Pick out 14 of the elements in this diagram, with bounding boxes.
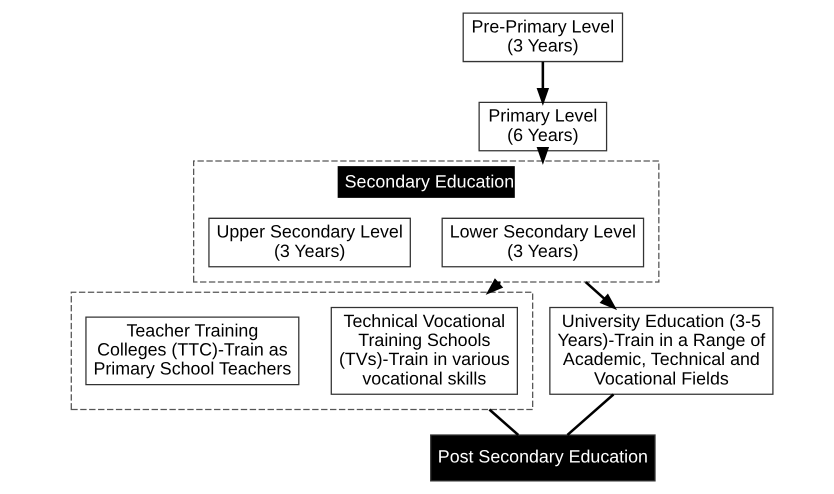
- node-box: Technical Vocational Training Schools (TVs)-Train in various vocational skills: [330, 306, 518, 395]
- arrow: [536, 146, 550, 165]
- connector: [488, 408, 520, 436]
- node-box: Pre-Primary Level (3 Years): [462, 12, 624, 62]
- cluster: [70, 292, 534, 410]
- arrow: [486, 278, 504, 295]
- arrow: [584, 281, 618, 310]
- node-box: Teacher Training Colleges (TTC)-Train as Primary School Teachers: [85, 316, 300, 386]
- node-box: Upper Secondary Level (3 Years): [208, 218, 411, 268]
- node-box: University Education (3-5 Years)-Train in a Range of Academic, Technical and Vocational Fields: [549, 306, 774, 395]
- connector: [566, 393, 614, 436]
- arrow: [536, 62, 550, 106]
- node-box: Post Secondary Education: [430, 434, 656, 482]
- node-box: Lower Secondary Level (3 Years): [442, 218, 644, 268]
